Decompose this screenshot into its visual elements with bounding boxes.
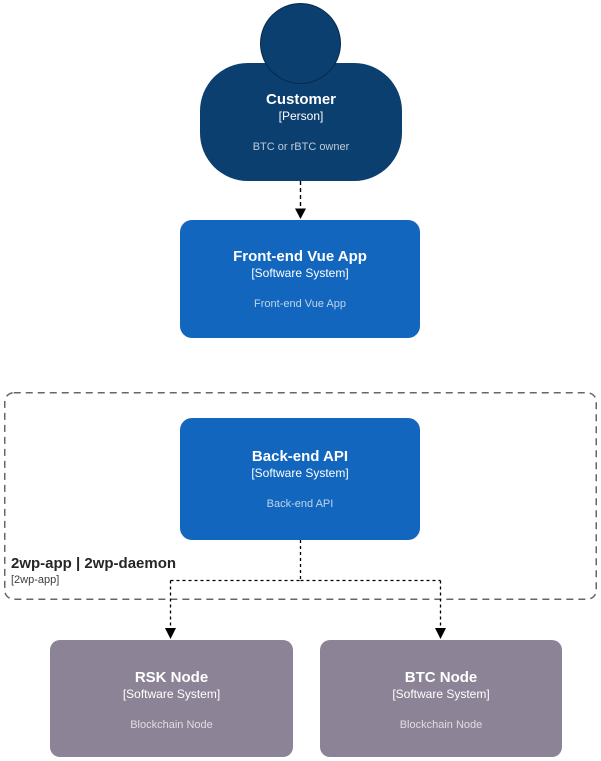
frontend-description: Front-end Vue App bbox=[254, 298, 346, 310]
btc-description: Blockchain Node bbox=[399, 719, 483, 731]
btc-title: BTC Node bbox=[404, 669, 478, 686]
customer-type: [Person] bbox=[278, 109, 324, 123]
edge-backend-rsk[interactable] bbox=[165, 540, 302, 639]
rsk-title: RSK Node bbox=[134, 669, 209, 686]
system-btc-node[interactable]: BTC Node [Software System] Blockchain No… bbox=[320, 640, 562, 757]
frontend-type: [Software System] bbox=[251, 266, 349, 280]
system-frontend-vue-app[interactable]: Front-end Vue App [Software System] Fron… bbox=[180, 220, 420, 338]
customer-head[interactable] bbox=[260, 3, 341, 84]
backend-type: [Software System] bbox=[251, 466, 349, 480]
backend-title: Back-end API bbox=[251, 448, 349, 465]
rsk-type: [Software System] bbox=[122, 687, 221, 701]
btc-type: [Software System] bbox=[392, 687, 490, 701]
boundary-title: 2wp-app | 2wp-daemon bbox=[11, 555, 177, 572]
edge-backend-btc[interactable] bbox=[300, 579, 447, 640]
customer-title: Customer bbox=[265, 91, 336, 108]
boundary-label: 2wp-app | 2wp-daemon [2wp-app] bbox=[11, 555, 176, 587]
system-backend-api[interactable]: Back-end API [Software System] Back-end … bbox=[180, 418, 420, 540]
person-customer[interactable]: Customer [Person] BTC or rBTC owner bbox=[200, 63, 402, 181]
boundary-subtitle: [2wp-app] bbox=[11, 574, 60, 586]
backend-description: Back-end API bbox=[266, 498, 334, 510]
customer-description: BTC or rBTC owner bbox=[252, 141, 350, 153]
edge-customer-frontend[interactable] bbox=[295, 181, 306, 219]
frontend-title: Front-end Vue App bbox=[233, 248, 367, 265]
system-rsk-node[interactable]: RSK Node [Software System] Blockchain No… bbox=[50, 640, 293, 757]
rsk-description: Blockchain Node bbox=[130, 719, 213, 731]
